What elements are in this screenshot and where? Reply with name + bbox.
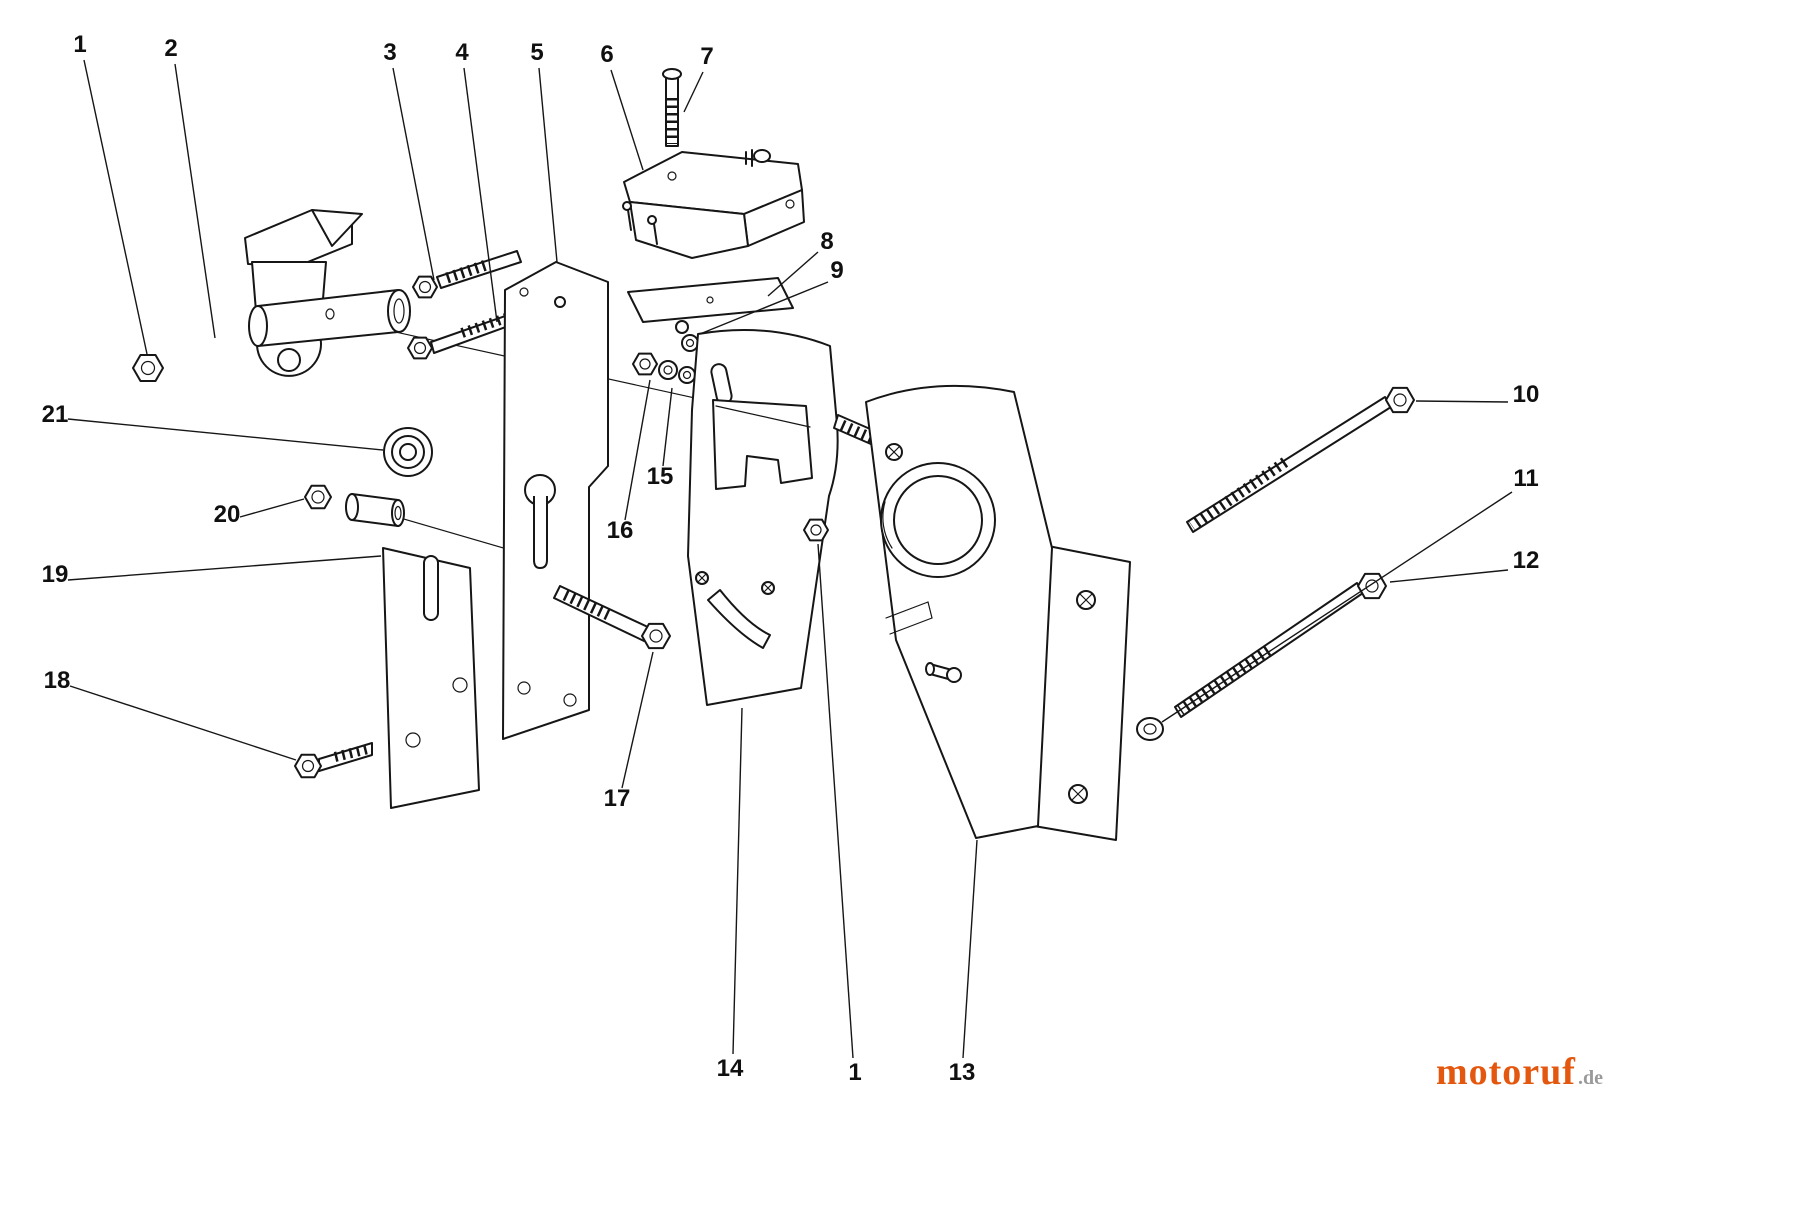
- pivot-bracket-assembly: [244, 209, 411, 377]
- leader-line: [662, 387, 673, 467]
- callout-label: 17: [604, 785, 631, 812]
- watermark: motoruf.de: [1436, 1050, 1603, 1094]
- leader-line: [538, 67, 558, 263]
- callout-label: 5: [530, 39, 543, 66]
- washer-stack: [675, 320, 699, 352]
- callout-label: 7: [700, 43, 713, 70]
- callout-label: 21: [42, 401, 69, 428]
- leader-line: [732, 707, 743, 1055]
- leader-line: [683, 71, 704, 113]
- shaped-bracket: [687, 329, 839, 706]
- leader-line: [1161, 491, 1513, 723]
- leader-line: [67, 418, 384, 451]
- hex-bolt-short: [407, 313, 515, 360]
- watermark-tld: .de: [1577, 1067, 1603, 1089]
- leader-line: [699, 281, 829, 335]
- spacer-plate: [627, 277, 794, 323]
- leader-line: [1389, 569, 1509, 583]
- hex-nut-left: [132, 354, 164, 382]
- callout-label: 11: [1513, 465, 1538, 492]
- callout-label: 1: [848, 1059, 861, 1086]
- machine-screw: [662, 68, 682, 147]
- long-hex-bolt-center: [553, 585, 671, 650]
- leader-line: [463, 67, 498, 323]
- callout-label: 2: [164, 35, 177, 62]
- callout-label: 20: [214, 501, 241, 528]
- leader-line: [1415, 400, 1509, 403]
- callout-label: 18: [44, 667, 71, 694]
- leader-line: [239, 498, 305, 518]
- leader-lines: [67, 59, 1513, 1059]
- leader-line: [610, 69, 644, 171]
- callout-label: 16: [607, 517, 634, 544]
- tall-bracket: [502, 261, 609, 740]
- leader-line: [392, 67, 435, 281]
- leader-line: [174, 63, 216, 339]
- hex-nut-on-bracket: [803, 518, 829, 542]
- axis-nut-and-washers: [632, 352, 696, 384]
- callout-label: 10: [1513, 381, 1540, 408]
- callout-label: 15: [647, 463, 674, 490]
- leader-line: [69, 685, 297, 761]
- long-bolt-upper-right: [1186, 386, 1415, 533]
- bolt-with-spacer: [304, 484, 405, 527]
- callout-label: 9: [830, 257, 843, 284]
- callout-label: 19: [42, 561, 69, 588]
- leader-line: [767, 251, 819, 297]
- callout-label: 12: [1513, 547, 1540, 574]
- long-bolt-lower-right: [1174, 572, 1387, 718]
- leader-line: [817, 543, 854, 1059]
- roller-bearing: [383, 427, 433, 477]
- leader-line: [621, 651, 654, 789]
- slotted-plate: [382, 547, 480, 809]
- hex-bolt-lower-left: [294, 742, 373, 779]
- callout-label: 4: [455, 39, 469, 66]
- callout-label: 13: [949, 1059, 976, 1086]
- callout-label: 14: [717, 1055, 744, 1082]
- callout-label: 6: [600, 41, 613, 68]
- callout-label: 1: [73, 31, 86, 58]
- pivot-bolt: [412, 250, 522, 299]
- callout-label: 8: [820, 228, 833, 255]
- side-plate-with-bore: [865, 384, 1131, 841]
- leader-line: [67, 555, 382, 581]
- leader-line: [83, 59, 148, 355]
- leader-line: [962, 839, 978, 1059]
- callout-label: 3: [383, 39, 396, 66]
- leader-line: [624, 379, 651, 521]
- washer-right: [1136, 717, 1164, 741]
- switch-assembly: [622, 149, 805, 259]
- watermark-brand: motoruf: [1436, 1051, 1576, 1093]
